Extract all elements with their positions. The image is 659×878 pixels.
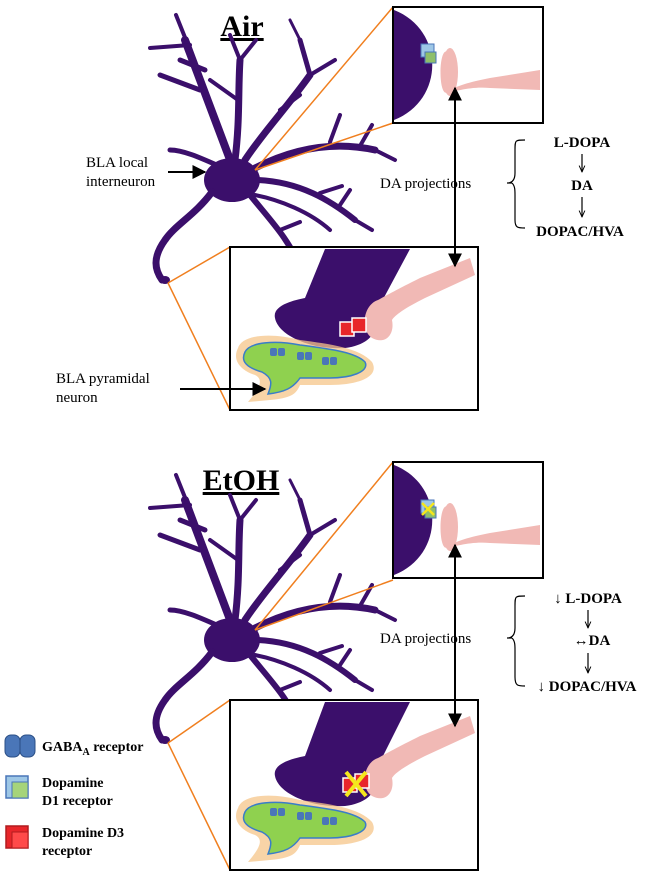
zoom-box-synapse-top (392, 461, 544, 579)
pathway-step: ↓ L-DOPA (554, 591, 622, 607)
pathway-step: ↔DA (574, 633, 611, 649)
svg-text:D1 receptor: D1 receptor (42, 794, 113, 809)
pathway-brace (506, 595, 526, 687)
svg-text:interneuron: interneuron (86, 174, 156, 190)
blocked-mark (344, 770, 368, 798)
panel-etoh: EtOH (150, 461, 637, 871)
d3-receptor (339, 317, 367, 337)
pathway-step: ↓ DOPAC/HVA (537, 679, 636, 695)
svg-text:Dopamine: Dopamine (42, 776, 103, 791)
zoom-box-synapse-top (392, 6, 544, 124)
pyramidal-neuron (235, 795, 374, 862)
panel-title: EtOH (203, 464, 280, 497)
svg-text:receptor: receptor (42, 844, 92, 859)
da-projections-label: DA projections (380, 631, 471, 647)
svg-text:neuron: neuron (56, 390, 98, 406)
legend-item-gaba: GABAA receptor (4, 734, 143, 758)
legend: GABAA receptor Dopamine D1 receptor Dopa… (4, 734, 143, 859)
pathway-step: L-DOPA (554, 135, 611, 151)
panel-air: Air (56, 6, 624, 411)
d3-receptor (342, 770, 370, 798)
pathway-brace (506, 139, 526, 229)
legend-item-d3: Dopamine D3 receptor (5, 825, 124, 859)
panel-title: Air (220, 10, 263, 43)
pyramidal-neuron (235, 335, 374, 402)
svg-text:BLA local: BLA local (86, 155, 148, 171)
blocked-mark (421, 502, 435, 516)
callout-lines (167, 461, 394, 871)
dopamine-terminal (364, 258, 475, 341)
interneuron-label: BLA local interneuron (86, 155, 207, 190)
metabolism-pathway: L-DOPA DA DOPAC/HVA (536, 135, 624, 240)
svg-text:Dopamine D3: Dopamine D3 (42, 826, 124, 841)
pathway-step: DA (571, 178, 593, 194)
pathway-step: DOPAC/HVA (536, 224, 624, 240)
dopamine-terminal (364, 716, 475, 799)
svg-text:BLA pyramidal: BLA pyramidal (56, 371, 150, 387)
svg-text:GABAA receptor: GABAA receptor (42, 740, 143, 758)
pyramidal-label: BLA pyramidal neuron (56, 371, 267, 406)
zoom-box-synapse-bottom (229, 246, 479, 411)
metabolism-pathway: ↓ L-DOPA ↔DA ↓ DOPAC/HVA (537, 591, 636, 695)
legend-item-d1: Dopamine D1 receptor (5, 775, 113, 809)
gaba-receptor-icon (4, 734, 21, 758)
da-projections-label: DA projections (380, 176, 471, 192)
zoom-box-synapse-bottom (229, 699, 479, 871)
